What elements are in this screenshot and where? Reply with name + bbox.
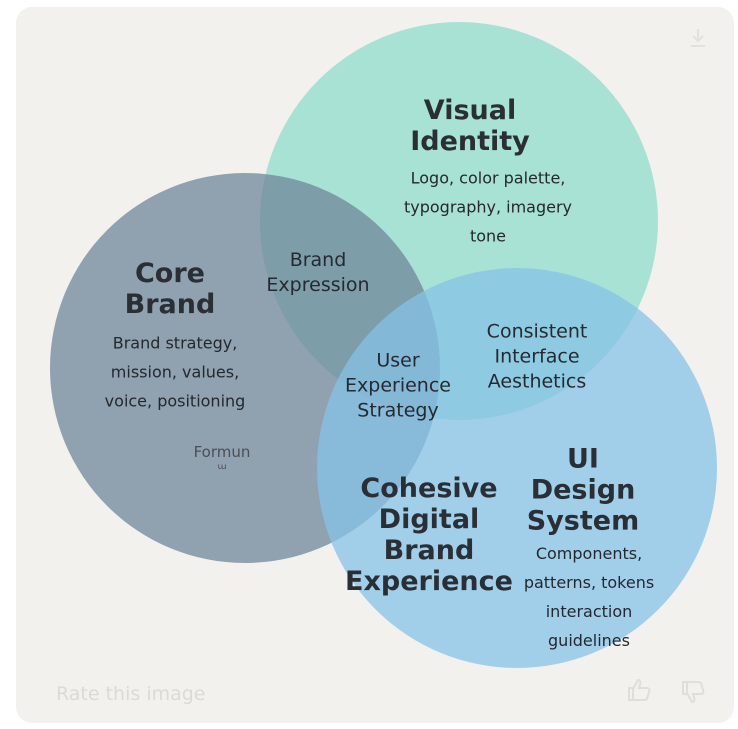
brand-expression-label: Brand Expression <box>266 249 370 296</box>
ui-design-system-circle <box>317 268 717 668</box>
core-brand-partial-label: Formun ᵚ <box>193 443 251 478</box>
thumbs-down-icon[interactable] <box>680 679 706 705</box>
visual-identity-title: Visual Identity <box>410 95 530 157</box>
consistent-interface-label: Consistent Interface Aesthetics <box>486 320 588 393</box>
ui-design-system-title: UI Design System <box>526 443 640 537</box>
user-experience-label: User Experience Strategy <box>345 349 451 422</box>
venn-diagram <box>50 22 717 668</box>
visual-identity-description: Logo, color palette, typography, imagery… <box>403 168 573 246</box>
rate-image-prompt: Rate this image <box>56 683 206 705</box>
cohesive-experience-label: Cohesive Digital Brand Experience <box>345 473 513 597</box>
thumbs-up-icon[interactable] <box>626 677 652 703</box>
core-brand-title: Core Brand <box>124 258 216 320</box>
ui-design-system-description: Components, patterns, tokens interaction… <box>523 544 655 650</box>
download-icon[interactable] <box>688 27 708 49</box>
image-card: Visual Identity Logo, color palette, typ… <box>16 7 734 723</box>
core-brand-description: Brand strategy, mission, values, voice, … <box>104 333 246 411</box>
